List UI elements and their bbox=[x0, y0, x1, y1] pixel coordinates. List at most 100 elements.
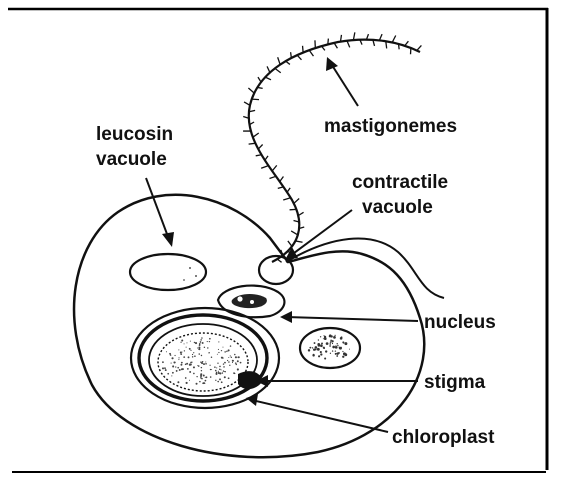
stipple-dot bbox=[234, 373, 235, 374]
stipple-dot bbox=[195, 342, 197, 344]
mastigoneme-hair bbox=[334, 43, 337, 48]
arrow-mastigonemes bbox=[330, 62, 358, 106]
mastigoneme-hair bbox=[277, 259, 281, 262]
stipple-dot bbox=[200, 375, 202, 377]
stipple-dot bbox=[205, 377, 206, 378]
stipple-dot bbox=[215, 380, 216, 381]
stipple-dot bbox=[199, 381, 201, 383]
mastigoneme-hair bbox=[328, 39, 329, 45]
granule-dot bbox=[330, 341, 332, 343]
mastigoneme-hair bbox=[297, 55, 301, 60]
mastigoneme-hair bbox=[286, 61, 290, 64]
stipple-dot bbox=[218, 352, 219, 353]
mastigoneme-hair bbox=[309, 50, 313, 56]
stipple-dot bbox=[189, 371, 191, 373]
mastigonemes-flagellum bbox=[249, 40, 420, 262]
stipple-dot bbox=[199, 343, 201, 345]
stipple-dot bbox=[181, 362, 183, 364]
stipple-dot bbox=[218, 349, 219, 350]
stipple-dot bbox=[217, 354, 218, 355]
label-leucosin-line1: leucosin bbox=[96, 124, 173, 145]
granule-dot bbox=[318, 339, 319, 340]
granule-dot bbox=[314, 342, 316, 344]
stipple-dot bbox=[223, 366, 225, 368]
granule-dot bbox=[336, 352, 338, 354]
stipple-dot bbox=[200, 339, 202, 341]
stipple-dot bbox=[228, 361, 230, 363]
stipple-dot bbox=[216, 367, 217, 368]
stipple-dot bbox=[169, 353, 171, 355]
mastigoneme-hair bbox=[244, 102, 250, 105]
stipple-dot bbox=[201, 370, 202, 371]
mastigoneme-hair bbox=[265, 156, 268, 160]
stipple-dot bbox=[171, 375, 172, 376]
stipple-dot bbox=[214, 366, 216, 368]
stipple-dot bbox=[176, 370, 178, 372]
stipple-dot bbox=[223, 363, 224, 364]
stipple-dot bbox=[190, 341, 191, 342]
label-stigma: stigma bbox=[424, 372, 486, 393]
granule-dot bbox=[332, 346, 335, 349]
granule-dot bbox=[344, 353, 347, 356]
stipple-dot bbox=[231, 357, 232, 358]
mastigoneme-hair bbox=[258, 77, 261, 82]
stipple-dot bbox=[237, 357, 238, 358]
granule-dot bbox=[309, 347, 311, 349]
stipple-dot bbox=[197, 365, 198, 366]
granule-dot bbox=[312, 347, 313, 348]
stipple-dot bbox=[224, 351, 226, 353]
stipple-dot bbox=[237, 368, 239, 370]
stipple-dot bbox=[224, 376, 226, 378]
stipple-dot bbox=[221, 357, 223, 359]
stipple-dot bbox=[185, 377, 187, 379]
granule-dot bbox=[330, 335, 332, 337]
stipple-dot bbox=[162, 367, 164, 369]
stipple-dot bbox=[177, 381, 179, 383]
granule-dot bbox=[315, 346, 318, 349]
granule-dot bbox=[330, 340, 332, 342]
granule-dot bbox=[342, 341, 344, 343]
stipple-dot bbox=[194, 342, 195, 343]
mastigoneme-hair bbox=[252, 99, 259, 100]
mastigoneme-hair bbox=[288, 241, 292, 246]
stipple-dot bbox=[233, 360, 234, 361]
stipple-dot bbox=[228, 377, 230, 379]
granule-dot bbox=[344, 342, 347, 345]
stipple-dot bbox=[178, 359, 179, 360]
mastigoneme-hair bbox=[257, 87, 262, 88]
arrowhead-mastigonemes bbox=[326, 57, 338, 71]
frame bbox=[8, 8, 548, 472]
stipple-dot bbox=[218, 372, 220, 374]
stipple-dot bbox=[166, 351, 167, 352]
granule-dot bbox=[336, 355, 338, 357]
mastigoneme-hair bbox=[280, 177, 284, 182]
granule-dot bbox=[321, 342, 323, 344]
stipple-dot bbox=[174, 361, 176, 363]
label-contractile-line2: vacuole bbox=[362, 197, 433, 218]
arrow-leucosin bbox=[146, 178, 170, 242]
mastigoneme-hair bbox=[298, 212, 303, 215]
stipple-dot bbox=[184, 343, 185, 344]
mastigoneme-hair bbox=[275, 68, 281, 72]
granule-dot bbox=[320, 336, 321, 337]
stipple-dot bbox=[172, 365, 174, 367]
stipple-dot bbox=[221, 350, 222, 351]
granule-dot bbox=[349, 349, 350, 350]
stipple-dot bbox=[229, 365, 230, 366]
mastigoneme-hair bbox=[386, 41, 387, 48]
smooth-flagellum bbox=[286, 239, 444, 298]
granule-dot bbox=[335, 350, 336, 351]
granule-dot bbox=[330, 353, 331, 354]
mastigoneme-hair bbox=[278, 187, 284, 189]
mastigoneme-hair bbox=[399, 44, 400, 49]
stipple-dot bbox=[190, 363, 192, 365]
chloroplast-stipple bbox=[162, 337, 241, 385]
stipple-dot bbox=[211, 357, 212, 358]
stipple-dot bbox=[190, 350, 191, 351]
stipple-dot bbox=[221, 369, 222, 370]
stipple-dot bbox=[186, 382, 188, 384]
stipple-dot bbox=[180, 364, 182, 366]
granule-dot bbox=[324, 336, 326, 338]
stipple-dot bbox=[202, 361, 203, 362]
